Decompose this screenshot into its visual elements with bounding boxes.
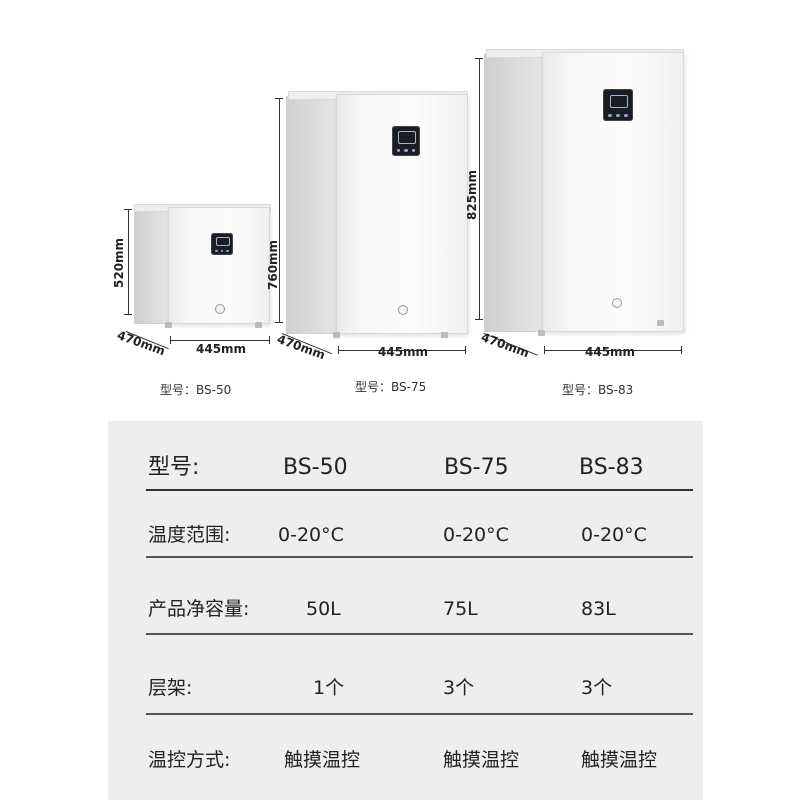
spec-row-capacity: 产品净容量: 50L 75L 83L [108,584,703,634]
spec-row-shelves: 层架: 1个 3个 3个 [108,663,703,713]
model-caption: 型号：BS-75 [355,380,427,394]
spec-value: 触摸温控 [581,749,658,771]
foot [441,332,448,338]
foot [333,332,340,338]
spec-table: 型号: BS-50 BS-75 BS-83 温度范围: 0-20°C 0-20°… [108,421,703,800]
spec-label: 产品净容量: [148,598,250,620]
spec-header-label: 型号: [148,455,200,480]
spec-value: 3个 [443,677,475,699]
width-label: 445mm [585,345,636,359]
fridge-side [286,96,338,334]
separator [146,489,693,491]
height-label: 760mm [266,239,280,290]
depth-label: 470mm [479,330,532,361]
spec-label: 温控方式: [148,749,231,771]
spec-value: 3个 [581,677,613,699]
width-label: 445mm [196,342,247,356]
width-dim-line [338,350,466,351]
control-panel [392,126,420,156]
spec-label: 温度范围: [148,524,231,546]
spec-row-control: 温控方式: 触摸温控 触摸温控 触摸温控 [108,735,703,785]
spec-value: 1个 [313,677,345,699]
lock-icon [398,305,408,315]
separator [146,556,693,558]
fridge-side [134,207,170,324]
foot [538,330,545,336]
depth-label: 470mm [275,332,328,363]
spec-value: 0-20°C [581,524,647,546]
width-dim-line [544,350,682,351]
spec-header-value: BS-50 [283,455,348,480]
spec-value: 83L [581,598,616,620]
spec-row-temperature: 温度范围: 0-20°C 0-20°C 0-20°C [108,510,703,560]
foot [657,320,664,326]
spec-value: 触摸温控 [284,749,361,771]
fridge-side [484,54,544,332]
height-label: 825mm [465,169,479,220]
spec-value: 50L [306,598,341,620]
foot [255,322,262,328]
height-label: 520mm [112,237,126,288]
width-dim-line [170,340,270,341]
spec-label: 层架: [148,677,193,699]
width-label: 445mm [378,345,429,359]
lock-icon [215,304,225,314]
height-dim-line [128,209,129,315]
spec-value: 75L [443,598,478,620]
spec-header-row: 型号: BS-50 BS-75 BS-83 [108,443,703,493]
lock-icon [612,298,622,308]
model-caption: 型号：BS-83 [562,383,634,397]
spec-value: 0-20°C [278,524,344,546]
spec-value: 0-20°C [443,524,509,546]
control-panel [211,233,233,255]
spec-header-value: BS-75 [444,455,509,480]
model-caption: 型号：BS-50 [160,383,232,397]
spec-value: 触摸温控 [443,749,520,771]
spec-header-value: BS-83 [579,455,644,480]
depth-label: 470mm [115,328,168,359]
foot [165,322,172,328]
height-dim-line [479,58,480,320]
separator [146,713,693,715]
separator [146,633,693,635]
height-dim-line [279,98,280,323]
control-panel [603,89,633,121]
